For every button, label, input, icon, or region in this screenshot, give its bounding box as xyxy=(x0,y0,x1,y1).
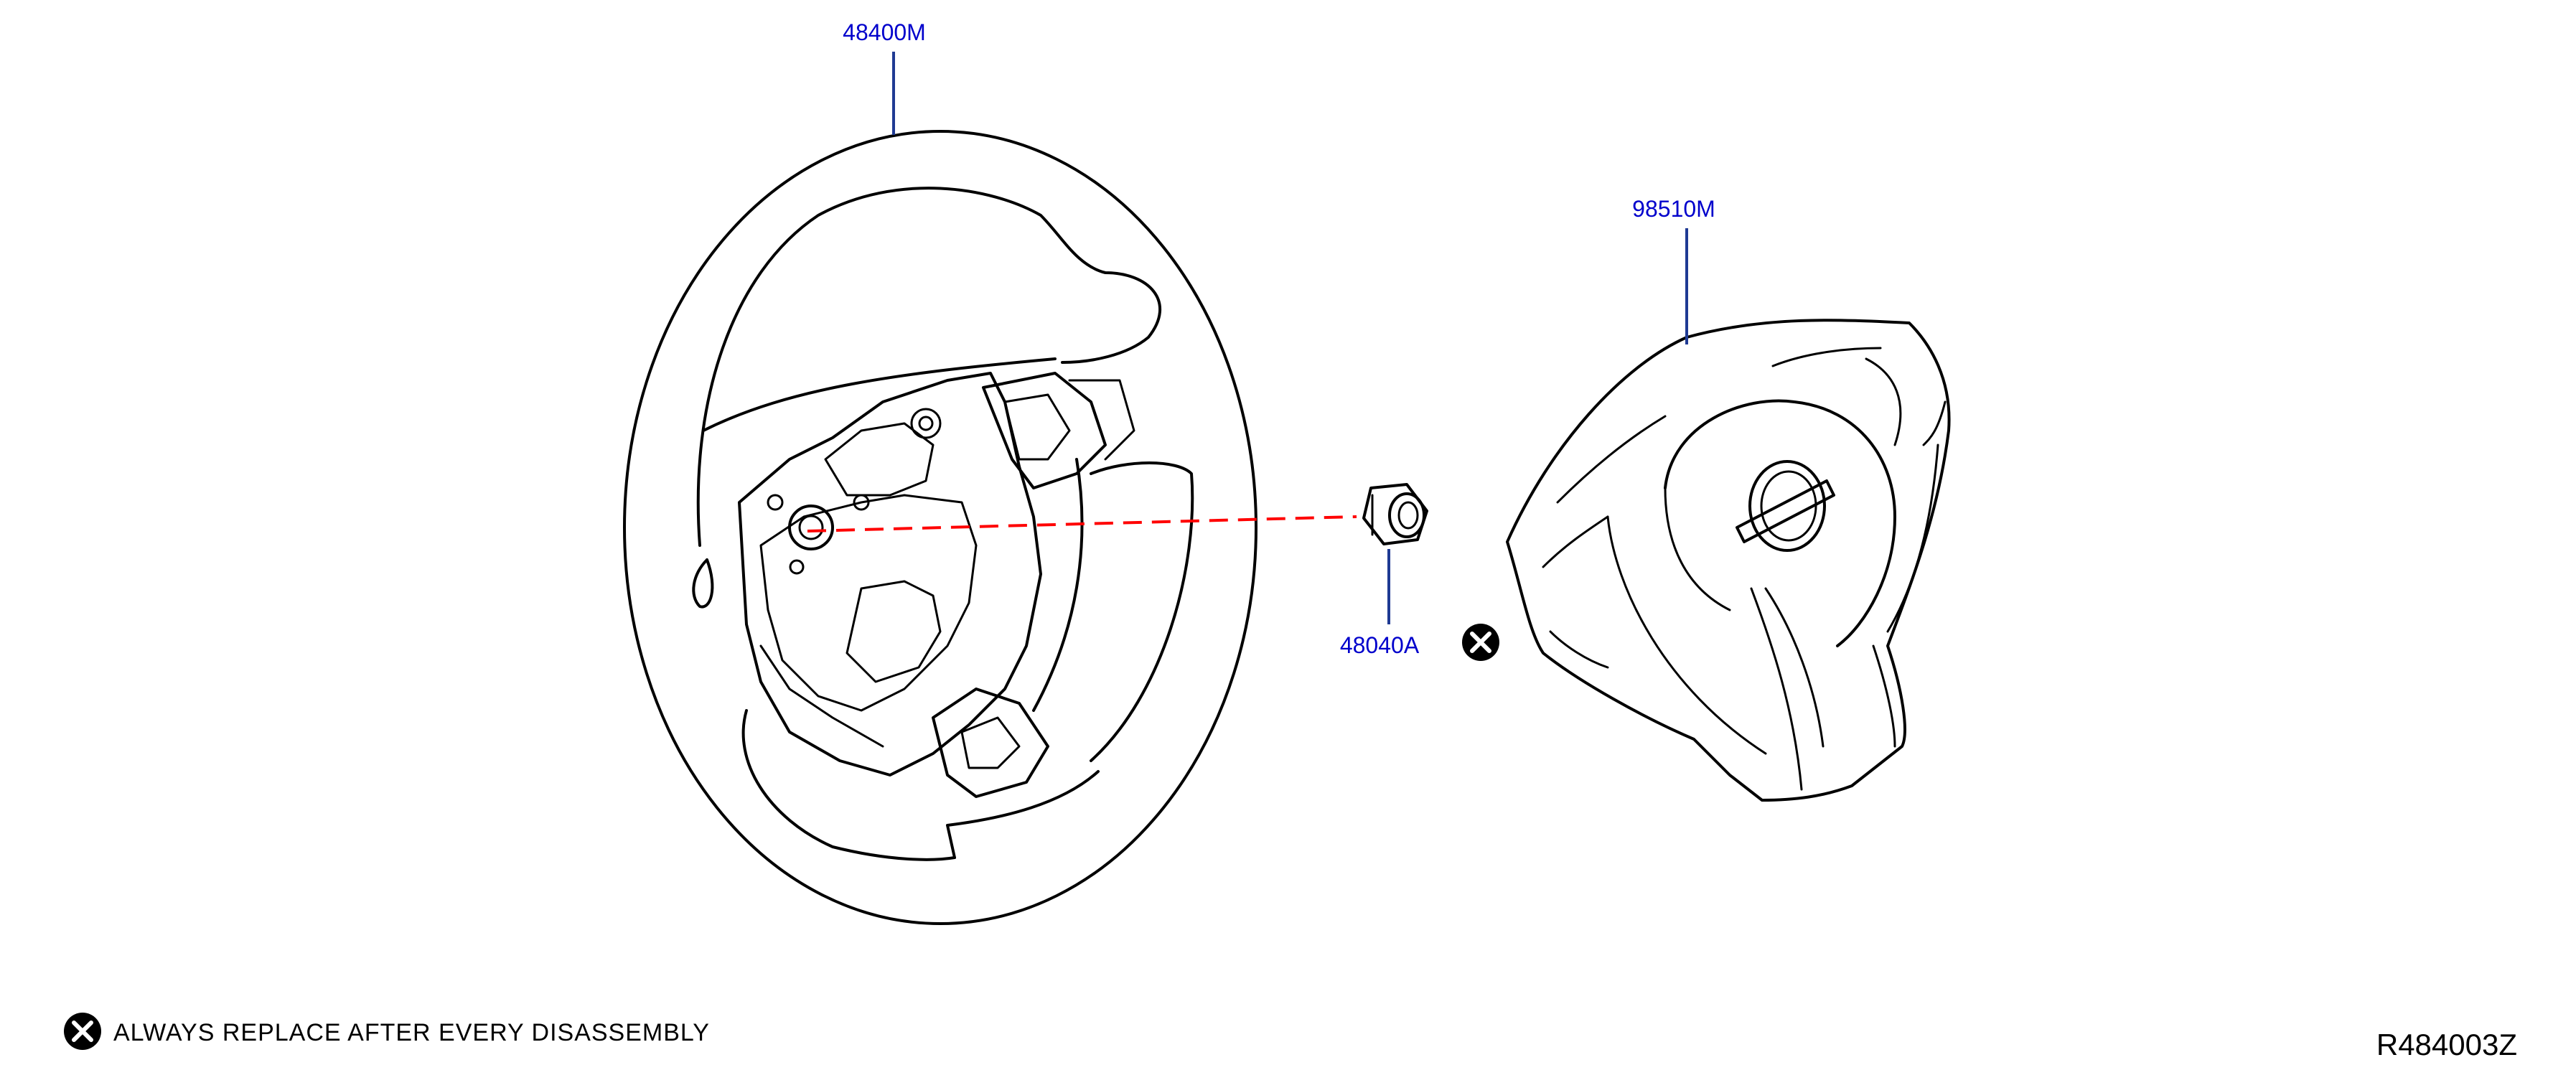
legend: ALWAYS REPLACE AFTER EVERY DISASSEMBLY xyxy=(64,1013,710,1050)
part-label-48400M: 48400M xyxy=(843,19,926,45)
x-mark-icon xyxy=(1462,624,1499,661)
centerline xyxy=(807,515,1357,532)
airbag-module xyxy=(1506,319,1951,802)
part-label-48040A: 48040A xyxy=(1340,632,1420,658)
nut xyxy=(1362,483,1428,545)
diagram-code: R484003Z xyxy=(2376,1028,2517,1061)
legend-x-mark-icon xyxy=(64,1013,101,1050)
legend-text: ALWAYS REPLACE AFTER EVERY DISASSEMBLY xyxy=(113,1019,710,1046)
steering-wheel xyxy=(623,130,1257,925)
part-label-98510M: 98510M xyxy=(1632,196,1715,222)
